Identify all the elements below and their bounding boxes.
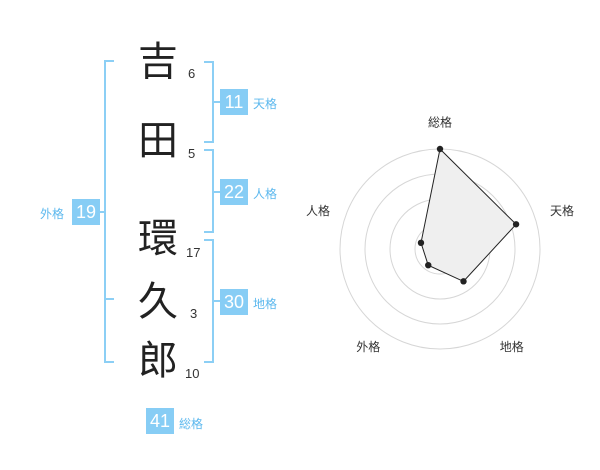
soukaku-label: 総格	[179, 417, 204, 431]
radar-axis-label-1: 総格	[428, 115, 452, 130]
name-char-2: 田	[138, 118, 178, 164]
radar-point-2	[512, 221, 520, 228]
name-char-5: 郎	[138, 338, 178, 384]
stroke-count-3: 17	[186, 245, 201, 260]
tenkaku-label: 天格	[253, 97, 278, 111]
radar-point-5	[417, 239, 425, 247]
radar-point-4	[425, 261, 432, 269]
chikaku-connector	[214, 300, 222, 302]
jinkaku-bracket	[204, 149, 214, 233]
radar-axis-label-3: 地格	[500, 339, 524, 354]
radar-area	[421, 149, 517, 282]
stroke-count-1: 6	[188, 66, 196, 81]
jinkaku-badge: 22	[220, 179, 248, 205]
tenkaku-bracket	[204, 61, 214, 143]
gaikaku-bracket-mid	[104, 298, 114, 300]
name-char-3: 環	[138, 216, 178, 262]
radar-point-1	[436, 145, 444, 153]
radar-axis-label-2: 天格	[550, 203, 574, 218]
stroke-count-5: 10	[185, 366, 200, 381]
chikaku-label: 地格	[253, 297, 278, 311]
gaikaku-connector	[98, 211, 106, 213]
stroke-count-2: 5	[188, 146, 196, 161]
gaikaku-label: 外格	[40, 207, 65, 221]
radar-point-3	[460, 278, 467, 285]
name-char-4: 久	[138, 279, 178, 325]
jinkaku-connector	[214, 191, 222, 193]
stroke-count-4: 3	[190, 306, 198, 321]
chikaku-bracket	[204, 239, 214, 363]
soukaku-badge: 41	[146, 408, 174, 434]
name-char-1: 吉	[138, 39, 178, 85]
tenkaku-badge: 11	[220, 89, 248, 115]
chikaku-badge: 30	[220, 289, 248, 315]
radar-axis-label-4: 外格	[356, 339, 380, 354]
tenkaku-connector	[214, 101, 222, 103]
gaikaku-badge: 19	[72, 199, 100, 225]
jinkaku-label: 人格	[253, 187, 278, 201]
radar-line	[420, 148, 517, 283]
radar-axis-label-5: 人格	[306, 203, 330, 218]
